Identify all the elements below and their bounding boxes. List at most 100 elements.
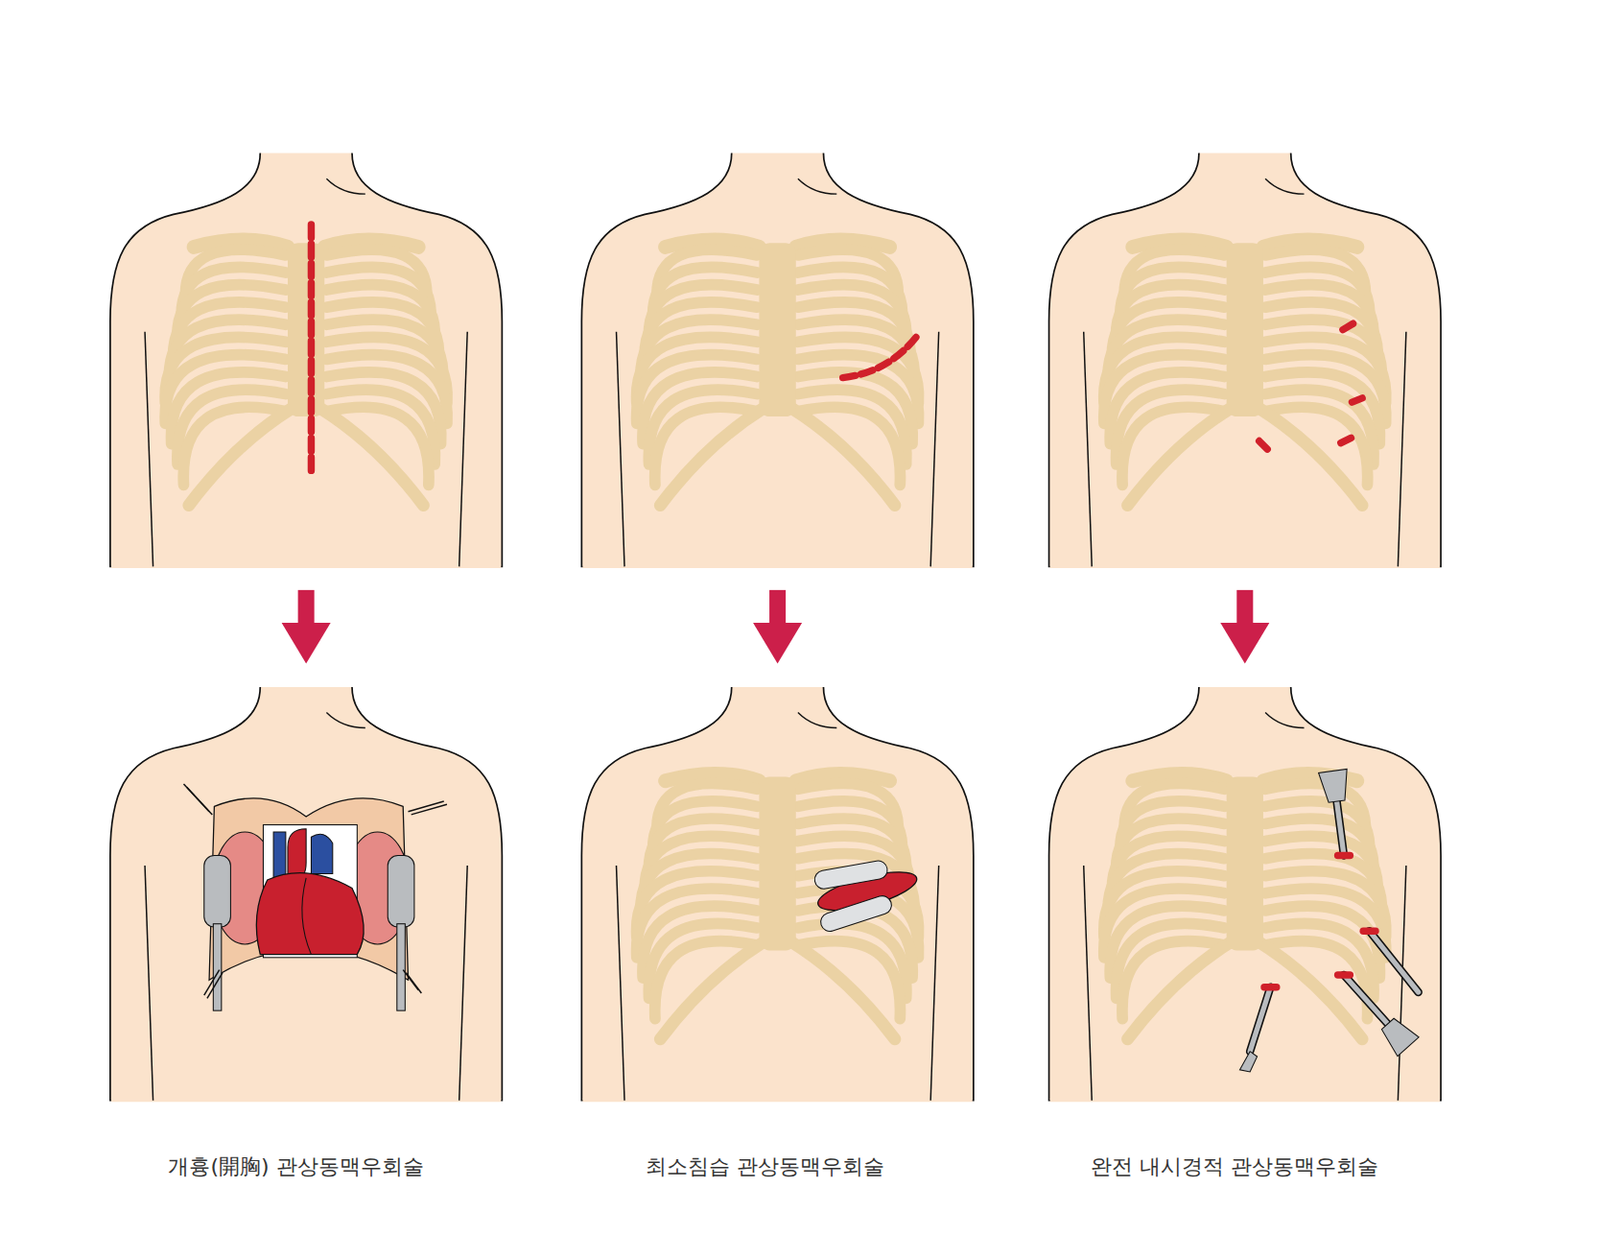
sternum: [287, 242, 325, 417]
suture-wire: [405, 972, 422, 993]
cut-edge: [111, 1098, 501, 1102]
arm-line: [1083, 331, 1093, 567]
down-arrow: [752, 589, 802, 664]
torso: [581, 686, 973, 1101]
chin-line: [798, 712, 837, 729]
cut-edge: [582, 1098, 972, 1102]
port-incision: [1341, 437, 1352, 443]
rib-cage: [636, 773, 919, 1039]
caption: 완전 내시경적 관상동맥우회술: [1013, 1152, 1456, 1181]
retractor-blade: [813, 859, 890, 891]
sternum: [758, 776, 796, 951]
torso: [110, 153, 502, 567]
arm-line: [459, 865, 469, 1101]
arrow-head: [282, 622, 331, 664]
caption: 최소침습 관상동맥우회술: [544, 1152, 987, 1181]
costal-margin: [1259, 941, 1363, 1039]
port-incision: [1259, 441, 1269, 450]
instrument-shaft: [1369, 930, 1419, 992]
instrument-shaft: [1337, 800, 1344, 855]
suture-wire: [411, 803, 448, 815]
port: [1363, 926, 1376, 934]
skin: [581, 686, 973, 1101]
incision-line: [307, 224, 315, 475]
caption: 개흉(開胸) 관상동맥우회술: [74, 1152, 517, 1181]
incision-line: [843, 336, 918, 378]
retractor-arm: [212, 923, 222, 1011]
arm-line: [930, 865, 940, 1101]
heart: [256, 872, 364, 955]
trocar-handle: [1318, 768, 1352, 803]
chin-line: [1265, 178, 1304, 194]
retractor-blade: [387, 854, 415, 926]
arrow-head: [1220, 622, 1270, 664]
rib-cage: [636, 239, 919, 506]
torso: [110, 686, 502, 1101]
instrument-shaft: [1369, 930, 1419, 992]
instrument-shaft: [1249, 987, 1271, 1052]
port: [1338, 851, 1351, 859]
chin-line: [798, 178, 837, 194]
body-outline: [1049, 153, 1441, 567]
vena-cava: [273, 831, 286, 880]
skin: [110, 686, 502, 1101]
trocar-handle: [1377, 1013, 1419, 1057]
costal-margin: [1127, 941, 1230, 1039]
skin: [110, 153, 502, 567]
suture-wire: [207, 972, 223, 999]
costal-margin: [791, 941, 895, 1039]
costal-margin: [791, 408, 895, 506]
arm-line: [459, 331, 469, 567]
instrument-shaft: [1337, 800, 1344, 855]
arrow-head: [752, 622, 802, 664]
arrow-shaft: [1236, 589, 1253, 625]
instrument-shaft: [1343, 974, 1389, 1024]
cut-edge: [1050, 1098, 1440, 1102]
torso: [1049, 153, 1441, 567]
torso: [1049, 686, 1441, 1101]
body-outline: [581, 686, 973, 1101]
sternum: [1226, 776, 1264, 951]
suture-wire: [187, 786, 213, 815]
instrument-shaft: [1343, 974, 1389, 1024]
heart-groove: [302, 877, 312, 955]
rib-cage: [164, 239, 448, 506]
pulmonary-vessel: [310, 833, 332, 873]
drawing: [110, 153, 1441, 1101]
body-outline: [1049, 686, 1441, 1101]
cut-edge: [1050, 564, 1440, 568]
arm-line: [1397, 331, 1407, 567]
arm-line: [144, 865, 154, 1101]
arm-line: [616, 331, 626, 567]
skin: [581, 153, 973, 567]
rib-cage: [1104, 773, 1387, 1039]
chin-line: [326, 712, 365, 729]
down-arrow: [282, 589, 331, 664]
cut-edge: [582, 564, 972, 568]
skin: [1049, 686, 1441, 1101]
retractor-blade: [204, 854, 232, 926]
rib-cage: [1104, 239, 1387, 506]
costal-margin: [320, 408, 424, 506]
arm-line: [1083, 865, 1093, 1101]
arrow-shaft: [769, 589, 786, 625]
costal-margin: [188, 408, 292, 506]
down-arrow: [1220, 589, 1270, 664]
arm-line: [144, 331, 154, 567]
body-outline: [110, 153, 502, 567]
arm-line: [930, 331, 940, 567]
retractor-blade: [818, 893, 895, 934]
costal-margin: [1259, 408, 1363, 506]
arrow-shaft: [298, 589, 315, 625]
retractor-arm: [397, 923, 406, 1011]
body-outline: [110, 686, 502, 1101]
costal-margin: [659, 941, 763, 1039]
port: [1264, 983, 1277, 990]
sternum: [1226, 242, 1264, 417]
sternum: [758, 242, 796, 417]
aorta: [287, 828, 306, 880]
instrument-shaft: [1249, 987, 1271, 1052]
torso: [581, 153, 973, 567]
